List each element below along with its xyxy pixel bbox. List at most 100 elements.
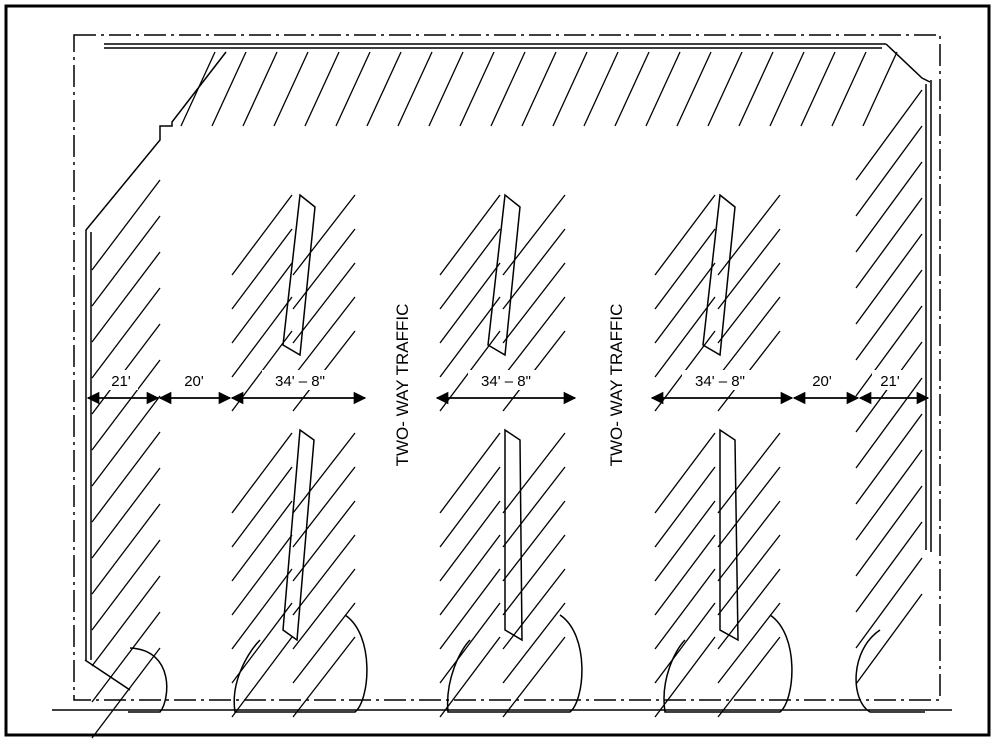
stall-line-bay-2 xyxy=(502,228,566,310)
stall-line-bay-3 xyxy=(654,194,716,276)
stall-line-bay-2 xyxy=(502,296,566,378)
stall-line-top xyxy=(242,51,278,127)
stall-line-top xyxy=(428,51,464,127)
stall-line-bay-3 xyxy=(654,296,716,378)
dim-label-20-left: 20' xyxy=(184,373,204,390)
stall-line-bay-1 xyxy=(231,500,293,582)
stall-line-bay-1 xyxy=(231,466,293,548)
stall-line-bay-3 xyxy=(654,636,716,718)
stall-line-bay-1 xyxy=(231,602,293,684)
stall-line-top xyxy=(769,51,805,127)
stall-line-bay-3 xyxy=(717,296,781,378)
stall-line-right xyxy=(855,125,923,217)
stall-line-bay-2 xyxy=(439,602,501,684)
stall-line-bay-2 xyxy=(439,296,501,378)
stall-line-bay-2 xyxy=(502,568,566,650)
dimension-labels: 21' 20' 34' – 8" 34' – 8" 34' – 8" 20' 2… xyxy=(102,370,908,390)
stall-line-bay-2 xyxy=(502,432,566,514)
stall-line-bay-3 xyxy=(717,432,781,514)
stall-line-bay-3 xyxy=(654,534,716,616)
stall-line-left xyxy=(91,647,161,739)
island-3-top xyxy=(702,193,736,357)
stall-line-bay-3 xyxy=(654,432,716,514)
stall-line-top xyxy=(490,51,526,127)
stall-line-top xyxy=(552,51,588,127)
stall-line-left xyxy=(91,575,161,667)
stall-line-left xyxy=(91,287,161,379)
stall-line-left xyxy=(91,467,161,559)
island-1-top xyxy=(282,193,316,357)
stall-line-right xyxy=(855,593,923,685)
stall-line-right xyxy=(855,269,923,361)
stall-line-right xyxy=(855,161,923,253)
island-1-bottom xyxy=(282,428,315,642)
stall-line-bay-1 xyxy=(292,432,356,514)
stall-line-bay-3 xyxy=(717,262,781,344)
stall-line-left xyxy=(91,503,161,595)
stall-line-top xyxy=(614,51,650,127)
stall-line-right xyxy=(855,485,923,577)
traffic-label-2: TWO- WAY TRAFFIC xyxy=(607,304,626,467)
stall-line-top xyxy=(707,51,743,127)
stall-line-bay-2 xyxy=(502,194,566,276)
stall-line-left xyxy=(91,611,161,703)
stall-line-bay-1 xyxy=(231,228,293,310)
stall-line-top xyxy=(180,51,216,127)
stall-line-bay-3 xyxy=(717,534,781,616)
top-wall xyxy=(104,43,931,83)
stall-line-bay-1 xyxy=(292,194,356,276)
left-wall xyxy=(85,51,227,660)
traffic-label-1: TWO- WAY TRAFFIC xyxy=(393,304,412,467)
stall-lines xyxy=(91,51,923,739)
stall-line-top xyxy=(645,51,681,127)
stall-line-left xyxy=(91,395,161,487)
outer-border xyxy=(4,4,991,737)
stall-line-right xyxy=(855,233,923,325)
stall-line-top xyxy=(583,51,619,127)
stall-line-bay-3 xyxy=(717,500,781,582)
turn-curves xyxy=(84,614,925,713)
dim-label-21-left: 21' xyxy=(111,373,131,390)
stall-line-bay-3 xyxy=(654,500,716,582)
stall-line-bay-2 xyxy=(439,466,501,548)
stall-line-bay-1 xyxy=(231,262,293,344)
stall-line-right xyxy=(855,557,923,649)
dim-label-34-8-c: 34' – 8" xyxy=(695,373,745,390)
stall-line-bay-2 xyxy=(502,500,566,582)
stall-line-bay-1 xyxy=(292,534,356,616)
stall-line-bay-2 xyxy=(439,568,501,650)
stall-line-left xyxy=(91,179,161,271)
stall-line-bay-3 xyxy=(654,262,716,344)
stall-line-bay-3 xyxy=(717,466,781,548)
stall-line-bay-2 xyxy=(502,602,566,684)
dim-label-20-right: 20' xyxy=(812,373,832,390)
stall-line-left xyxy=(91,323,161,415)
stall-line-left xyxy=(91,539,161,631)
stall-line-left xyxy=(91,431,161,523)
stall-line-bay-1 xyxy=(292,636,356,718)
stall-line-bay-1 xyxy=(292,466,356,548)
stall-line-bay-2 xyxy=(439,500,501,582)
stall-line-bay-1 xyxy=(292,296,356,378)
stall-line-top xyxy=(397,51,433,127)
stall-line-bay-3 xyxy=(717,602,781,684)
stall-line-right xyxy=(855,377,923,469)
stall-line-top xyxy=(335,51,371,127)
stall-line-left xyxy=(91,251,161,343)
stall-line-bay-1 xyxy=(231,636,293,718)
dim-label-21-right: 21' xyxy=(880,373,900,390)
right-wall xyxy=(925,80,932,552)
stall-line-bay-3 xyxy=(717,228,781,310)
stall-line-bay-2 xyxy=(439,228,501,310)
stall-line-bay-3 xyxy=(717,568,781,650)
stall-line-right xyxy=(855,89,923,181)
stall-line-top xyxy=(521,51,557,127)
stall-line-bay-2 xyxy=(502,636,566,718)
stall-line-bay-3 xyxy=(654,228,716,310)
stall-line-bay-1 xyxy=(292,262,356,344)
stall-line-bay-1 xyxy=(292,568,356,650)
stall-line-bay-1 xyxy=(231,432,293,514)
stall-line-right xyxy=(855,413,923,505)
